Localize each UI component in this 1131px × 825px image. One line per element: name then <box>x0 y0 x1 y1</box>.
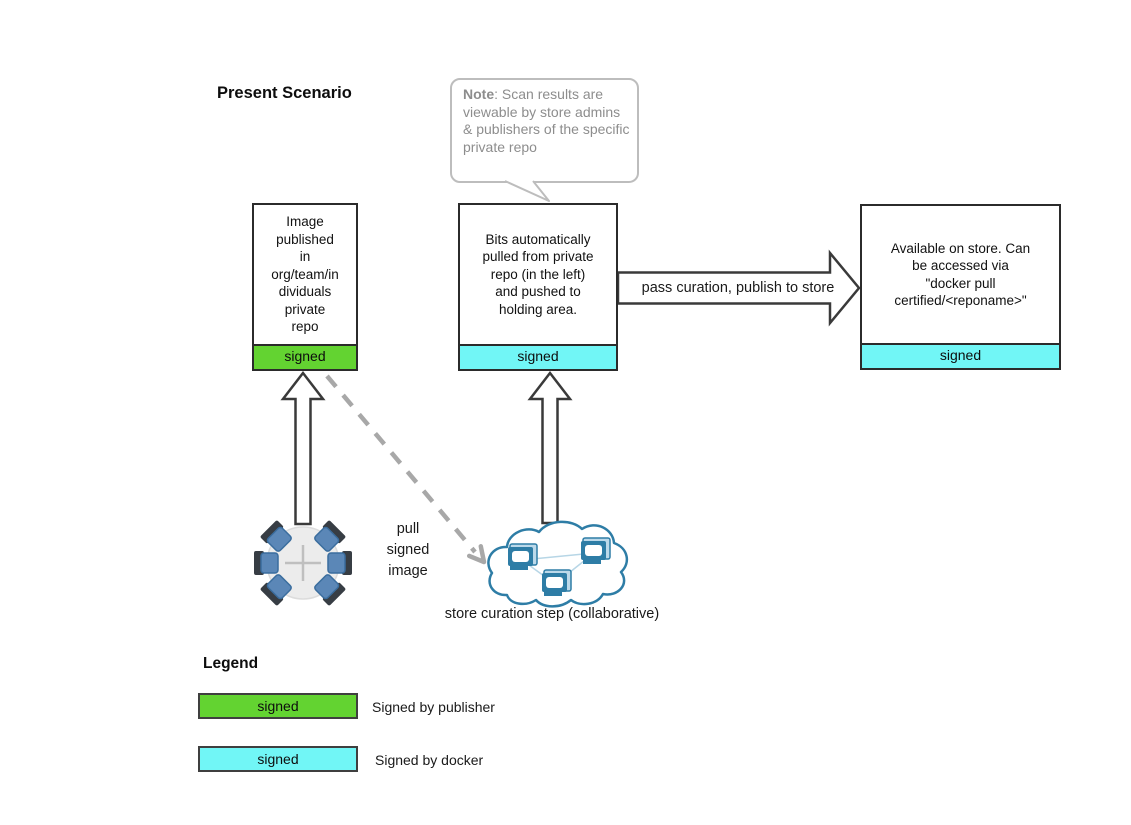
note-callout: Note: Scan results are viewable by store… <box>450 78 639 183</box>
up-arrow-publish-icon <box>280 370 326 526</box>
legend-label-publisher: Signed by publisher <box>372 699 495 715</box>
legend-heading: Legend <box>203 655 259 672</box>
up-arrow-curation-icon <box>527 370 573 525</box>
computer-icon <box>508 543 538 570</box>
signed-band-docker: signed <box>862 343 1059 368</box>
pull-arrow-label: pull signed image <box>386 521 430 579</box>
note-body: : Scan results are viewable by store adm… <box>463 86 630 155</box>
pull-signed-image-arrow-icon <box>325 374 487 565</box>
signed-band-docker: signed <box>460 344 616 369</box>
curation-caption: store curation step (collaborative) <box>444 606 660 622</box>
diagram-title: Present Scenario <box>217 84 352 102</box>
node-holding-area-text: Bits automatically pulled from private r… <box>482 231 594 317</box>
node-private-repo-text: Image published in org/team/in dividuals… <box>271 214 339 335</box>
publish-arrow-label: pass curation, publish to store <box>641 280 835 296</box>
chair-icon <box>314 574 346 606</box>
chair-icon <box>260 574 292 606</box>
node-store: Available on store. Can be accessed via … <box>860 204 1061 370</box>
node-holding-area: Bits automatically pulled from private r… <box>458 203 618 371</box>
legend-label-docker: Signed by docker <box>375 752 484 768</box>
chair-icon <box>254 551 279 575</box>
note-prefix: Note <box>463 86 495 102</box>
team-table-icon <box>254 520 352 606</box>
computer-icon <box>581 537 611 564</box>
node-store-text: Available on store. Can be accessed via … <box>890 240 1031 309</box>
chair-icon <box>260 520 292 552</box>
curation-cloud-icon <box>487 520 629 608</box>
computer-icon <box>542 569 572 596</box>
legend-swatch-docker: signed <box>198 746 358 772</box>
publish-to-store-arrow-icon <box>616 249 861 327</box>
chair-icon <box>314 520 346 552</box>
legend-swatch-publisher: signed <box>198 693 358 719</box>
node-private-repo: Image published in org/team/in dividuals… <box>252 203 358 371</box>
signed-band-publisher: signed <box>254 344 356 369</box>
chair-icon <box>327 551 352 575</box>
